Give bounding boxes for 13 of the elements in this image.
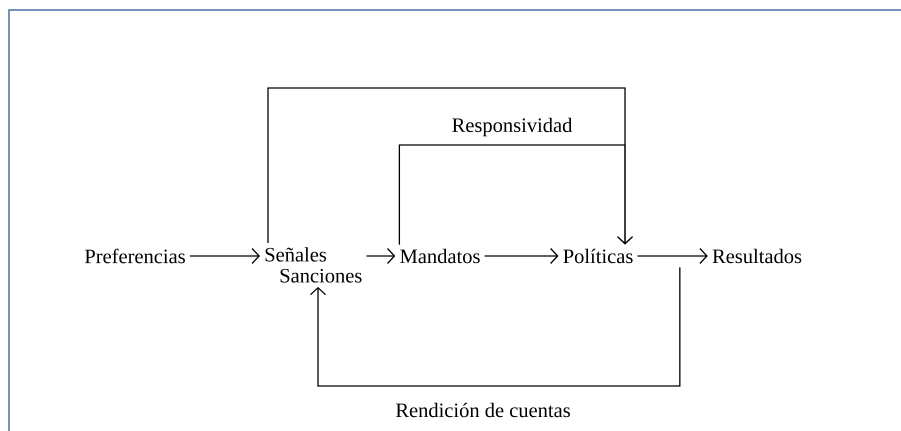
edge-label: Responsividad <box>452 118 572 136</box>
arrow <box>638 248 708 264</box>
edge-label: Rendición de cuentas <box>396 402 570 418</box>
node-label: Políticas <box>563 248 633 264</box>
arrow <box>190 248 260 264</box>
arrow <box>310 267 680 387</box>
arrow <box>366 248 396 264</box>
node-label: Resultados <box>712 248 802 264</box>
arrow <box>398 144 633 245</box>
node-label: Señales Sanciones <box>266 247 362 283</box>
node-label: Mandatos <box>400 248 480 264</box>
arrow <box>484 248 558 264</box>
node-label: Preferencias <box>84 248 185 264</box>
